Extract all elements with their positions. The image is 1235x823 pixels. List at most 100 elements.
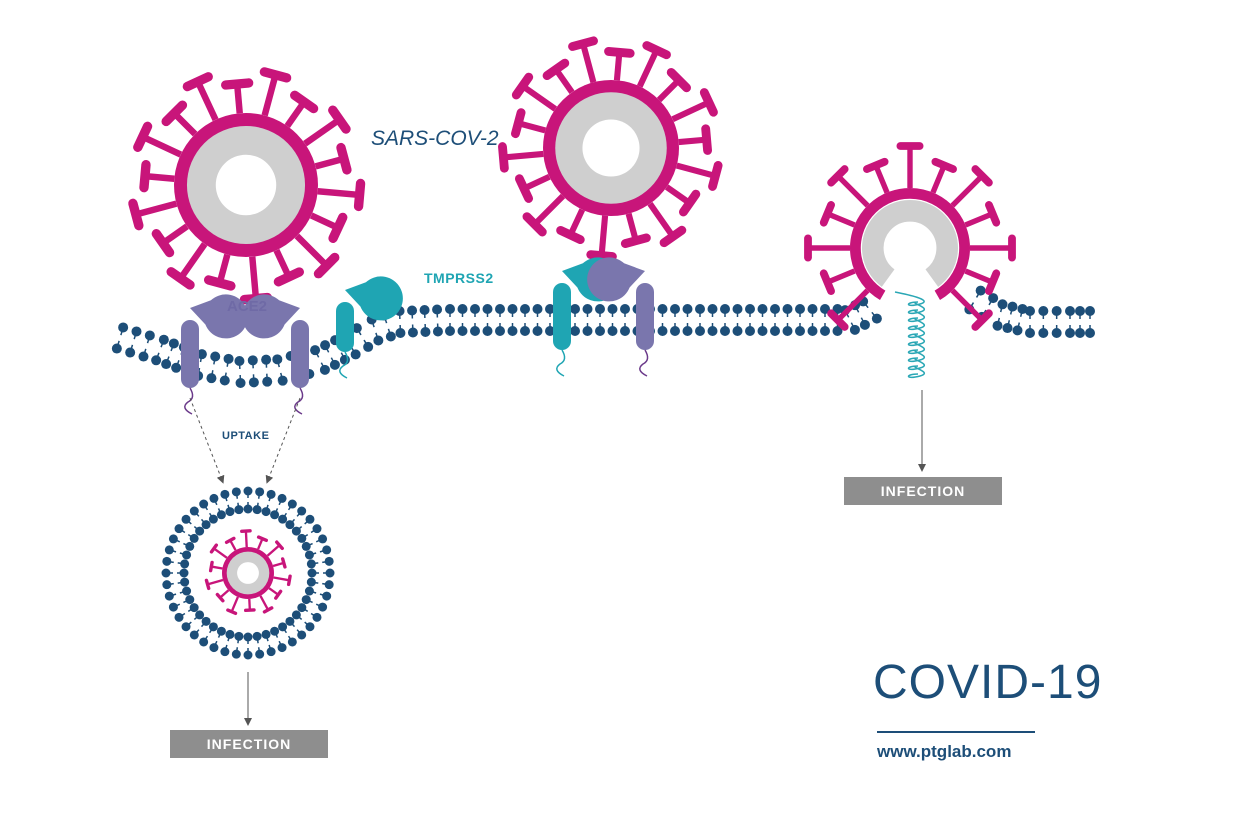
spike-stalk [219, 589, 230, 599]
lipid-head [385, 331, 396, 342]
lipid-head [247, 355, 258, 366]
lipid-head [988, 293, 999, 304]
spike-head [511, 108, 526, 139]
lipid-head [495, 304, 505, 314]
spike-head [221, 78, 254, 90]
lipid-head [285, 520, 295, 530]
spike-head [161, 100, 188, 127]
lipid-head [243, 504, 253, 514]
lipid-head [782, 326, 793, 336]
lipid-head [220, 489, 230, 499]
spike-stalk [268, 587, 279, 596]
spike-stalk [656, 77, 682, 103]
lipid-head [277, 375, 288, 386]
lipid-head [277, 643, 287, 653]
lipid-head [319, 364, 330, 375]
lipid-head [174, 524, 184, 534]
spike-head [659, 225, 687, 248]
lipid-head [373, 335, 384, 346]
spike-stalk [873, 164, 890, 194]
lipid-head [445, 326, 455, 336]
spike-head [224, 536, 236, 545]
lipid-head [732, 304, 743, 314]
lipid-head [301, 595, 311, 605]
lipid-head [670, 304, 680, 314]
lipid-head [291, 610, 301, 620]
lipid-head [1051, 306, 1062, 316]
lipid-head [312, 612, 322, 622]
lipid-head [470, 326, 480, 336]
lipid-head [216, 510, 226, 520]
lipid-head [270, 510, 280, 520]
lipid-head [252, 631, 262, 641]
lipid-head [407, 305, 418, 316]
spike-stalk [144, 172, 175, 182]
tmprss2-left-head [345, 276, 403, 321]
spike-stalk [211, 565, 223, 570]
lipid-head [997, 299, 1008, 310]
lipid-head [297, 533, 307, 543]
spike-stalk [303, 116, 342, 147]
virus-top-left [128, 67, 366, 305]
lipid-head [1038, 328, 1049, 338]
lipid-head [745, 326, 755, 336]
spike-stalk [249, 256, 260, 299]
spike-stalk [314, 155, 345, 170]
spike-head [819, 201, 835, 227]
tmprss2-label: TMPRSS2 [424, 270, 494, 286]
spike-stalk [141, 133, 183, 158]
spike-head [182, 72, 213, 92]
lipid-head [482, 304, 493, 314]
lipid-head [180, 577, 190, 587]
spike-head [256, 535, 268, 543]
lipid-head [208, 622, 218, 632]
spike-head [514, 174, 534, 203]
lipid-head [231, 487, 241, 497]
spike-stalk [294, 233, 329, 268]
spike-stalk [625, 212, 639, 242]
lipid-head [248, 377, 259, 388]
lipid-head [201, 520, 211, 530]
spike-stalk [272, 561, 285, 568]
spike-stalk [503, 150, 544, 161]
lipid-head [720, 326, 730, 336]
spike-stalk [177, 242, 208, 281]
spike-head [139, 160, 151, 193]
lipid-head [234, 505, 244, 515]
lipid-head [168, 602, 178, 612]
lipid-head [277, 493, 287, 503]
spike-head [827, 309, 849, 331]
spike-head [313, 252, 340, 279]
lipid-head [225, 629, 235, 639]
lipid-head [432, 304, 443, 315]
lipid-head [125, 347, 136, 358]
spike-head [511, 72, 534, 100]
lipid-head [243, 632, 253, 642]
lipid-head [871, 313, 882, 324]
lipid-head [324, 556, 334, 566]
spike-head [215, 592, 225, 603]
spike-stalk [161, 223, 189, 246]
lipid-head [770, 326, 780, 336]
lipid-head [420, 326, 431, 337]
lipid-head [1007, 301, 1018, 312]
lipid-head [470, 304, 480, 314]
lipid-head [291, 526, 301, 536]
spike-stalk [284, 100, 307, 128]
lipid-head [859, 319, 870, 330]
lipid-head [305, 622, 315, 632]
lipid-head [235, 377, 246, 388]
lipid-head [225, 507, 235, 517]
lipid-head [243, 486, 253, 496]
rna-strand [894, 291, 925, 379]
receptors [181, 257, 654, 415]
lipid-head [707, 326, 718, 336]
lipid-head [231, 649, 241, 659]
brand-title: COVID-19 [873, 656, 1103, 709]
lipid-head [262, 376, 273, 387]
spike-stalk [207, 578, 224, 586]
core-hole [237, 562, 259, 584]
lipid-head [164, 545, 174, 555]
arrows [189, 390, 926, 726]
lipid-head [595, 326, 605, 336]
